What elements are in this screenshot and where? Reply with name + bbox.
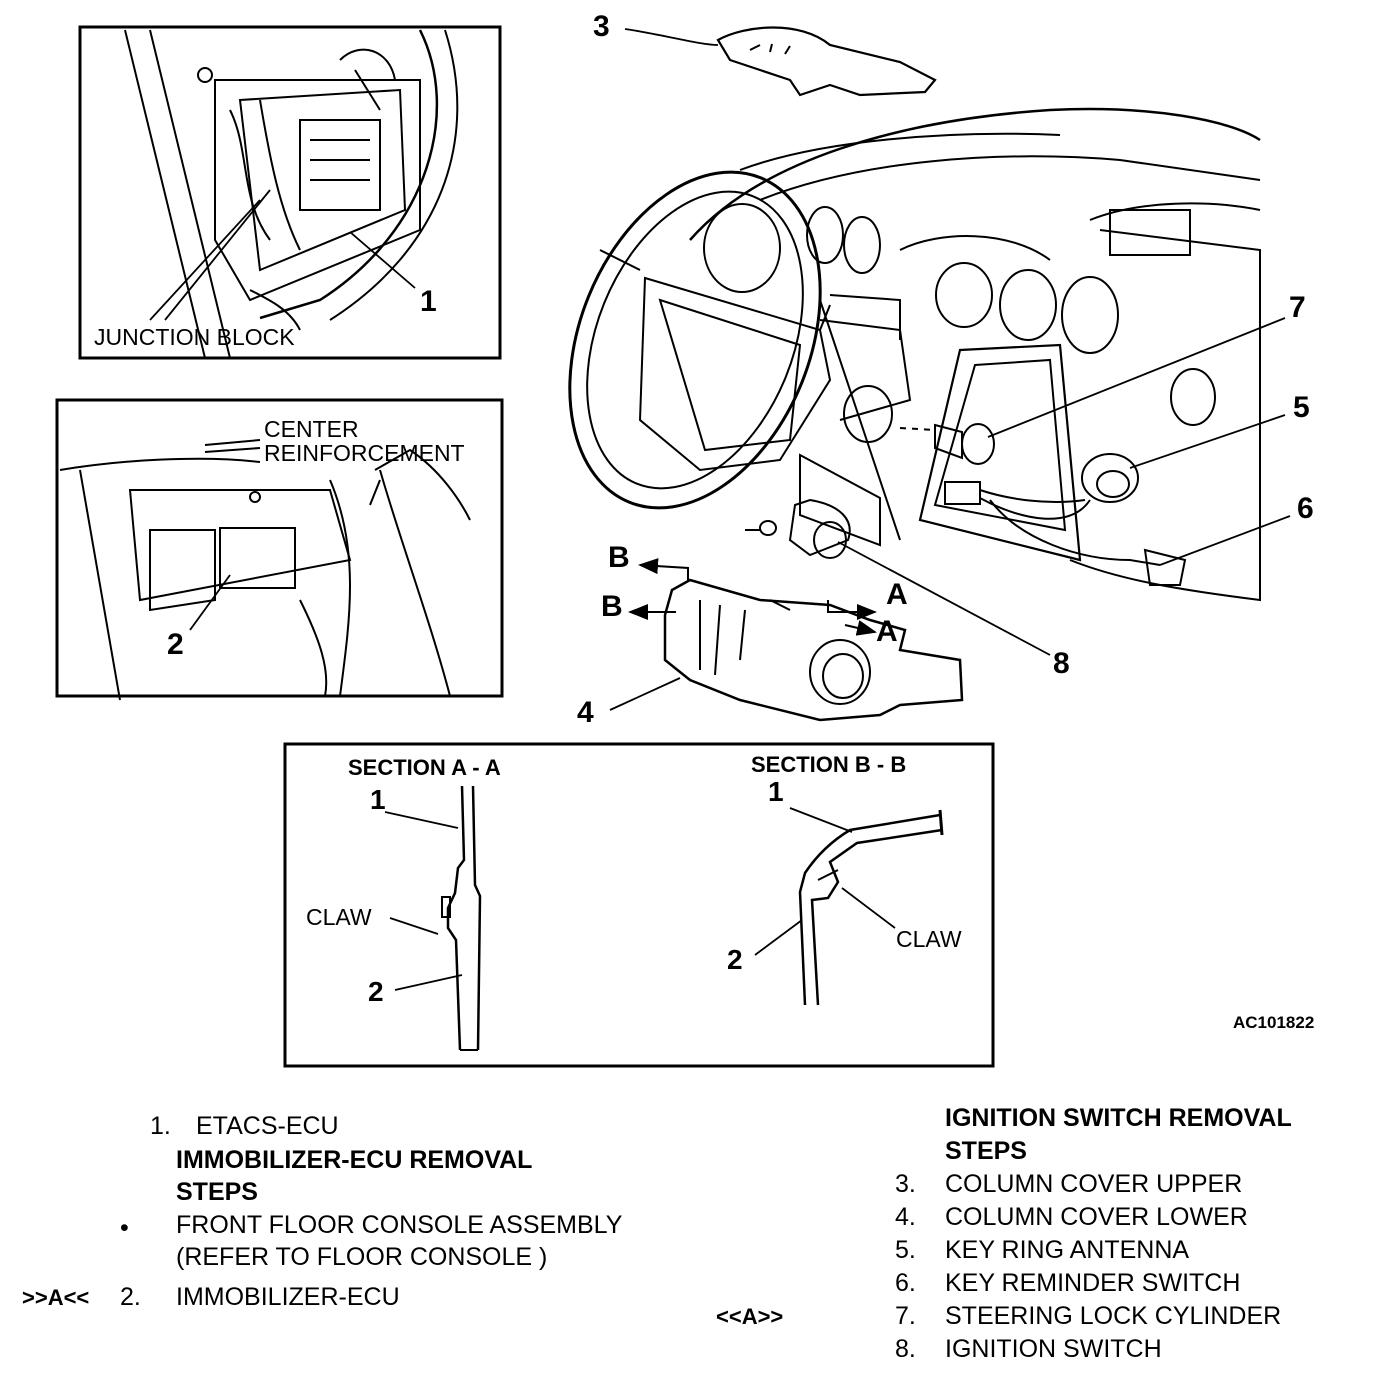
section-a-callout-1: 1 [370, 784, 386, 815]
bullet-icon: • [120, 1214, 129, 1242]
section-b-callout-1: 1 [768, 776, 784, 807]
service-note-a: >>A<< [22, 1285, 90, 1310]
legend-item-1-text: ETACS-ECU [196, 1112, 339, 1140]
junction-block-inset [78, 25, 502, 360]
legend-item-2-num: 2. [120, 1283, 141, 1311]
section-a-marker-bottom: A [876, 615, 898, 648]
callout-6-key-reminder-switch: 6 [1297, 492, 1314, 525]
immobilizer-heading-line2: STEPS [176, 1178, 258, 1206]
section-a-title: SECTION A - A [348, 755, 501, 780]
callout-5-key-ring-antenna: 5 [1293, 391, 1310, 424]
legend-item-1-num: 1. [150, 1112, 171, 1140]
step-8-text: IGNITION SWITCH [945, 1335, 1162, 1363]
section-a-claw-label: CLAW [306, 904, 372, 930]
section-b-title: SECTION B - B [751, 752, 907, 777]
step-4-text: COLUMN COVER LOWER [945, 1203, 1248, 1231]
step-5-num: 5. [895, 1236, 916, 1264]
callout-3-column-cover-upper: 3 [593, 10, 610, 43]
callout-7-steering-lock-cylinder: 7 [1289, 291, 1306, 324]
step-5-text: KEY RING ANTENNA [945, 1236, 1190, 1264]
ignition-heading-line1: IGNITION SWITCH REMOVAL [945, 1104, 1292, 1132]
section-b-claw-label: CLAW [896, 926, 962, 952]
step-4-num: 4. [895, 1203, 916, 1231]
section-a-marker-top: A [886, 578, 908, 611]
callout-4-column-cover-lower: 4 [577, 696, 594, 729]
center-reinforcement-inset [55, 398, 504, 701]
callout-1-junction: 1 [420, 285, 437, 318]
step-floor-console-line1: FRONT FLOOR CONSOLE ASSEMBLY [176, 1211, 623, 1239]
immobilizer-heading-line1: IMMOBILIZER-ECU REMOVAL [176, 1146, 533, 1174]
section-b-marker-top: B [608, 541, 630, 574]
center-label-line1: CENTER [264, 416, 359, 442]
figure-id: AC101822 [1233, 1013, 1315, 1032]
callout-2-immobilizer: 2 [167, 628, 184, 661]
step-6-text: KEY REMINDER SWITCH [945, 1269, 1241, 1297]
section-b-callout-2: 2 [727, 944, 743, 975]
section-detail-box [283, 742, 995, 1068]
junction-block-label: JUNCTION BLOCK [94, 324, 295, 350]
step-6-num: 6. [895, 1269, 916, 1297]
ignition-heading-line2: STEPS [945, 1137, 1027, 1165]
legend-item-2-text: IMMOBILIZER-ECU [176, 1283, 400, 1311]
section-b-marker-bottom: B [601, 590, 623, 623]
dashboard-illustration [568, 26, 1291, 722]
step-3-text: COLUMN COVER UPPER [945, 1170, 1243, 1198]
step-8-num: 8. [895, 1335, 916, 1363]
callout-8-ignition-switch: 8 [1053, 647, 1070, 680]
service-note-ignition: <<A>> [716, 1304, 784, 1329]
section-a-callout-2: 2 [368, 976, 384, 1007]
reinforcement-label-line2: REINFORCEMENT [264, 440, 465, 466]
step-floor-console-line2: (REFER TO FLOOR CONSOLE ) [176, 1243, 548, 1271]
step-7-text: STEERING LOCK CYLINDER [945, 1302, 1282, 1330]
step-3-num: 3. [895, 1170, 916, 1198]
step-7-num: 7. [895, 1302, 916, 1330]
